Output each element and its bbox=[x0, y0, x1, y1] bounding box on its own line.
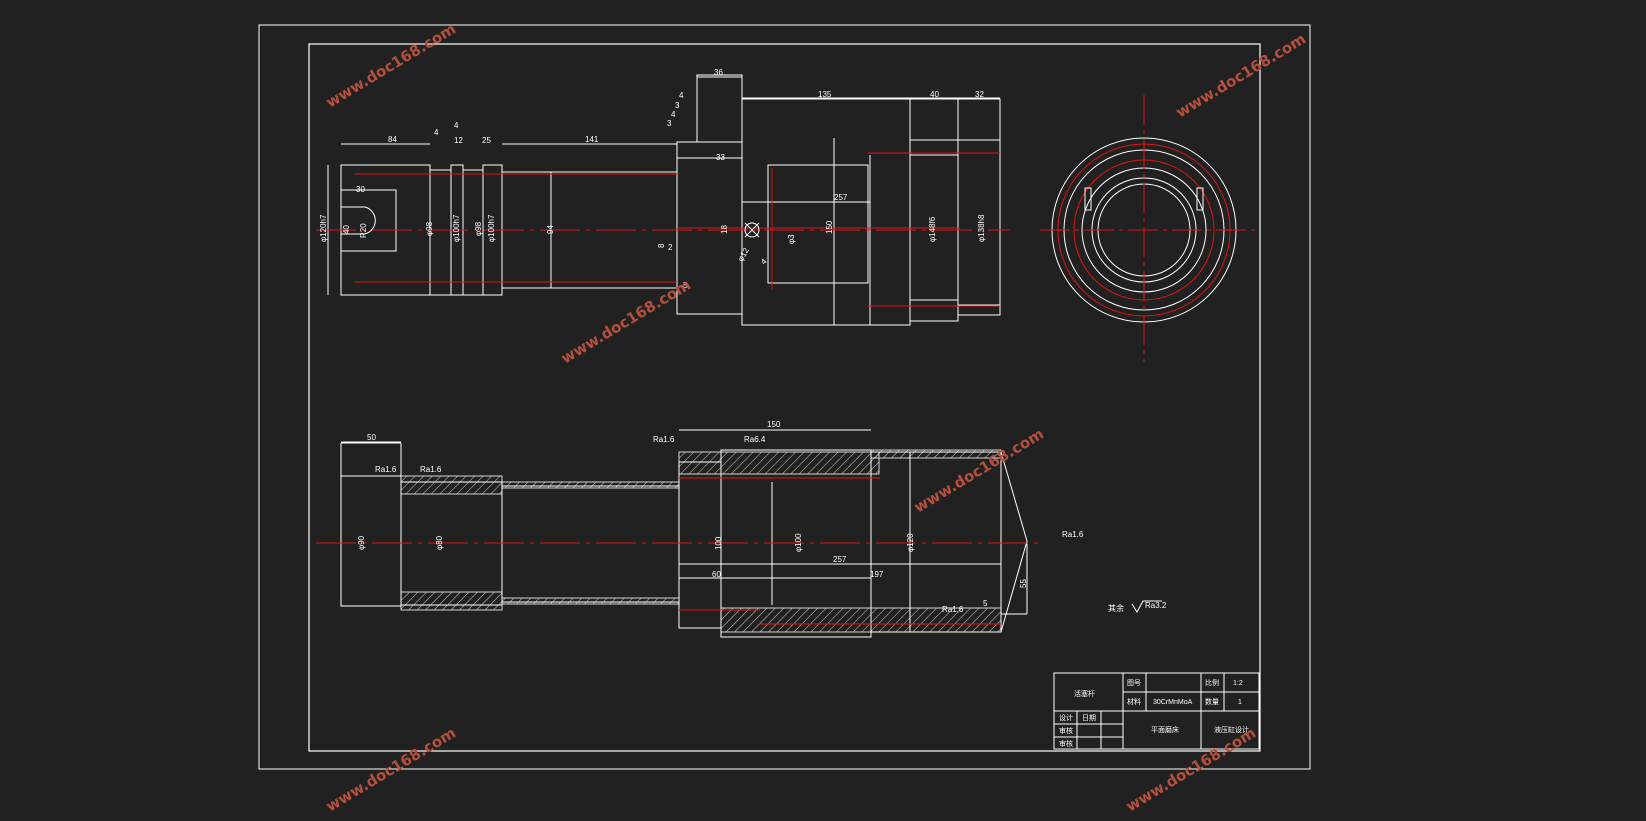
quantity-label: 数量 bbox=[1205, 697, 1219, 706]
approver-label: 审核 bbox=[1059, 739, 1073, 748]
title-block-text: 活塞杆 图号 比例 1:2 材料 30CrMnMoA 数量 1 设计 日期 审核… bbox=[1059, 678, 1249, 748]
dim-30: 30 bbox=[356, 185, 365, 194]
dim-36: 36 bbox=[714, 68, 723, 77]
dim-40: 40 bbox=[930, 90, 939, 99]
designer-label: 设计 bbox=[1059, 713, 1073, 722]
dim-phi90: φ90 bbox=[357, 535, 366, 550]
dim-4a: 4 bbox=[434, 128, 439, 137]
dim-r20: R20 bbox=[359, 223, 368, 238]
dim-phi120: φ120 bbox=[906, 533, 915, 552]
outer-border bbox=[258, 24, 1311, 770]
dim-84: 84 bbox=[388, 135, 397, 144]
dim-12: 12 bbox=[454, 136, 463, 145]
dim-257-bottom: 257 bbox=[833, 555, 847, 564]
dim-150-bottom: 150 bbox=[767, 420, 781, 429]
dim-33: 33 bbox=[716, 153, 725, 162]
inner-border bbox=[308, 43, 1261, 752]
dim-5-bottom: 5 bbox=[983, 599, 988, 608]
ra-label-d: Ra6.4 bbox=[744, 435, 766, 444]
end-view bbox=[1040, 95, 1256, 362]
dim-32: 32 bbox=[975, 90, 984, 99]
top-view-centerlines bbox=[316, 152, 1010, 307]
dim-257: 257 bbox=[834, 193, 848, 202]
dim-4d: 4 bbox=[671, 110, 676, 119]
date-label: 日期 bbox=[1082, 714, 1096, 722]
dim-135: 135 bbox=[818, 90, 832, 99]
dim-18: 18 bbox=[720, 225, 729, 234]
dim-4b: 4 bbox=[454, 121, 459, 130]
dim-8: 8 bbox=[657, 243, 666, 248]
dim-phi120: φ120h7 bbox=[319, 214, 328, 242]
dim-5: 5 bbox=[683, 281, 688, 290]
remaining-roughness-value: Ra3.2 bbox=[1145, 601, 1167, 610]
remaining-roughness-note: 其余 Ra3.2 bbox=[1108, 600, 1167, 613]
top-view-dimensions: 36 135 40 32 84 4 4 12 25 141 4 3 4 3 33… bbox=[319, 68, 986, 290]
dim-25: 25 bbox=[482, 136, 491, 145]
dim-40v: 40 bbox=[342, 225, 351, 234]
title-block bbox=[1053, 672, 1260, 750]
dim-141: 141 bbox=[585, 135, 599, 144]
ra-label-e: Ra1.6 bbox=[942, 605, 964, 614]
dim-2: 2 bbox=[668, 243, 673, 252]
dim-phi80: φ80 bbox=[435, 535, 444, 550]
quantity-value: 1 bbox=[1238, 699, 1242, 706]
dim-50: 50 bbox=[367, 433, 376, 442]
section-red-lines bbox=[316, 477, 1040, 625]
dim-3a: 3 bbox=[675, 101, 680, 110]
dim-phi3: φ3 bbox=[787, 234, 796, 244]
dim-phi100a: φ100h7 bbox=[452, 214, 461, 242]
dim-phi148: φ148f6 bbox=[928, 216, 937, 242]
ra-label-f: Ra1.6 bbox=[1062, 530, 1084, 539]
ra-label-c: Ra1.6 bbox=[653, 435, 675, 444]
checker-label: 审核 bbox=[1059, 726, 1073, 735]
dim-60: 60 bbox=[712, 570, 721, 579]
drawing-no-label: 图号 bbox=[1127, 679, 1141, 687]
ra-label-a: Ra1.6 bbox=[375, 465, 397, 474]
ra-label-b: Ra1.6 bbox=[420, 465, 442, 474]
dim-phi138: φ138h8 bbox=[977, 214, 986, 242]
dim-phi98b: φ98 bbox=[474, 221, 483, 236]
part-name: 活塞杆 bbox=[1074, 689, 1095, 698]
dim-phi100b: φ100h7 bbox=[487, 214, 496, 242]
dim-4v: 4 bbox=[759, 257, 769, 267]
dim-55: 55 bbox=[1019, 579, 1028, 588]
rod-end-arc bbox=[364, 206, 376, 235]
scale-value: 1:2 bbox=[1233, 680, 1243, 687]
dim-4c: 4 bbox=[679, 91, 684, 100]
oil-hole-symbol bbox=[744, 222, 760, 238]
dim-phi100: φ100 bbox=[794, 533, 803, 552]
dim-100: 100 bbox=[714, 536, 723, 550]
drawing-title: 平面磨床 bbox=[1151, 725, 1179, 734]
dim-phi98: φ98 bbox=[425, 221, 434, 236]
material-label: 材料 bbox=[1127, 697, 1141, 706]
remaining-roughness-label: 其余 bbox=[1108, 603, 1124, 613]
dim-94: 94 bbox=[546, 225, 555, 234]
rod-end-slot bbox=[340, 189, 397, 252]
scale-label: 比例 bbox=[1205, 678, 1219, 687]
dim-197: 197 bbox=[870, 570, 884, 579]
section-hatching bbox=[400, 449, 1002, 633]
dim-150: 150 bbox=[825, 220, 834, 234]
school-name: 液压缸设计 bbox=[1214, 725, 1249, 734]
section-dimensions: 50 150 Ra1.6 Ra1.6 Ra1.6 Ra6.4 Ra1.6 Ra1… bbox=[357, 420, 1084, 614]
dim-3b: 3 bbox=[667, 119, 672, 128]
material-value: 30CrMnMoA bbox=[1153, 699, 1193, 706]
